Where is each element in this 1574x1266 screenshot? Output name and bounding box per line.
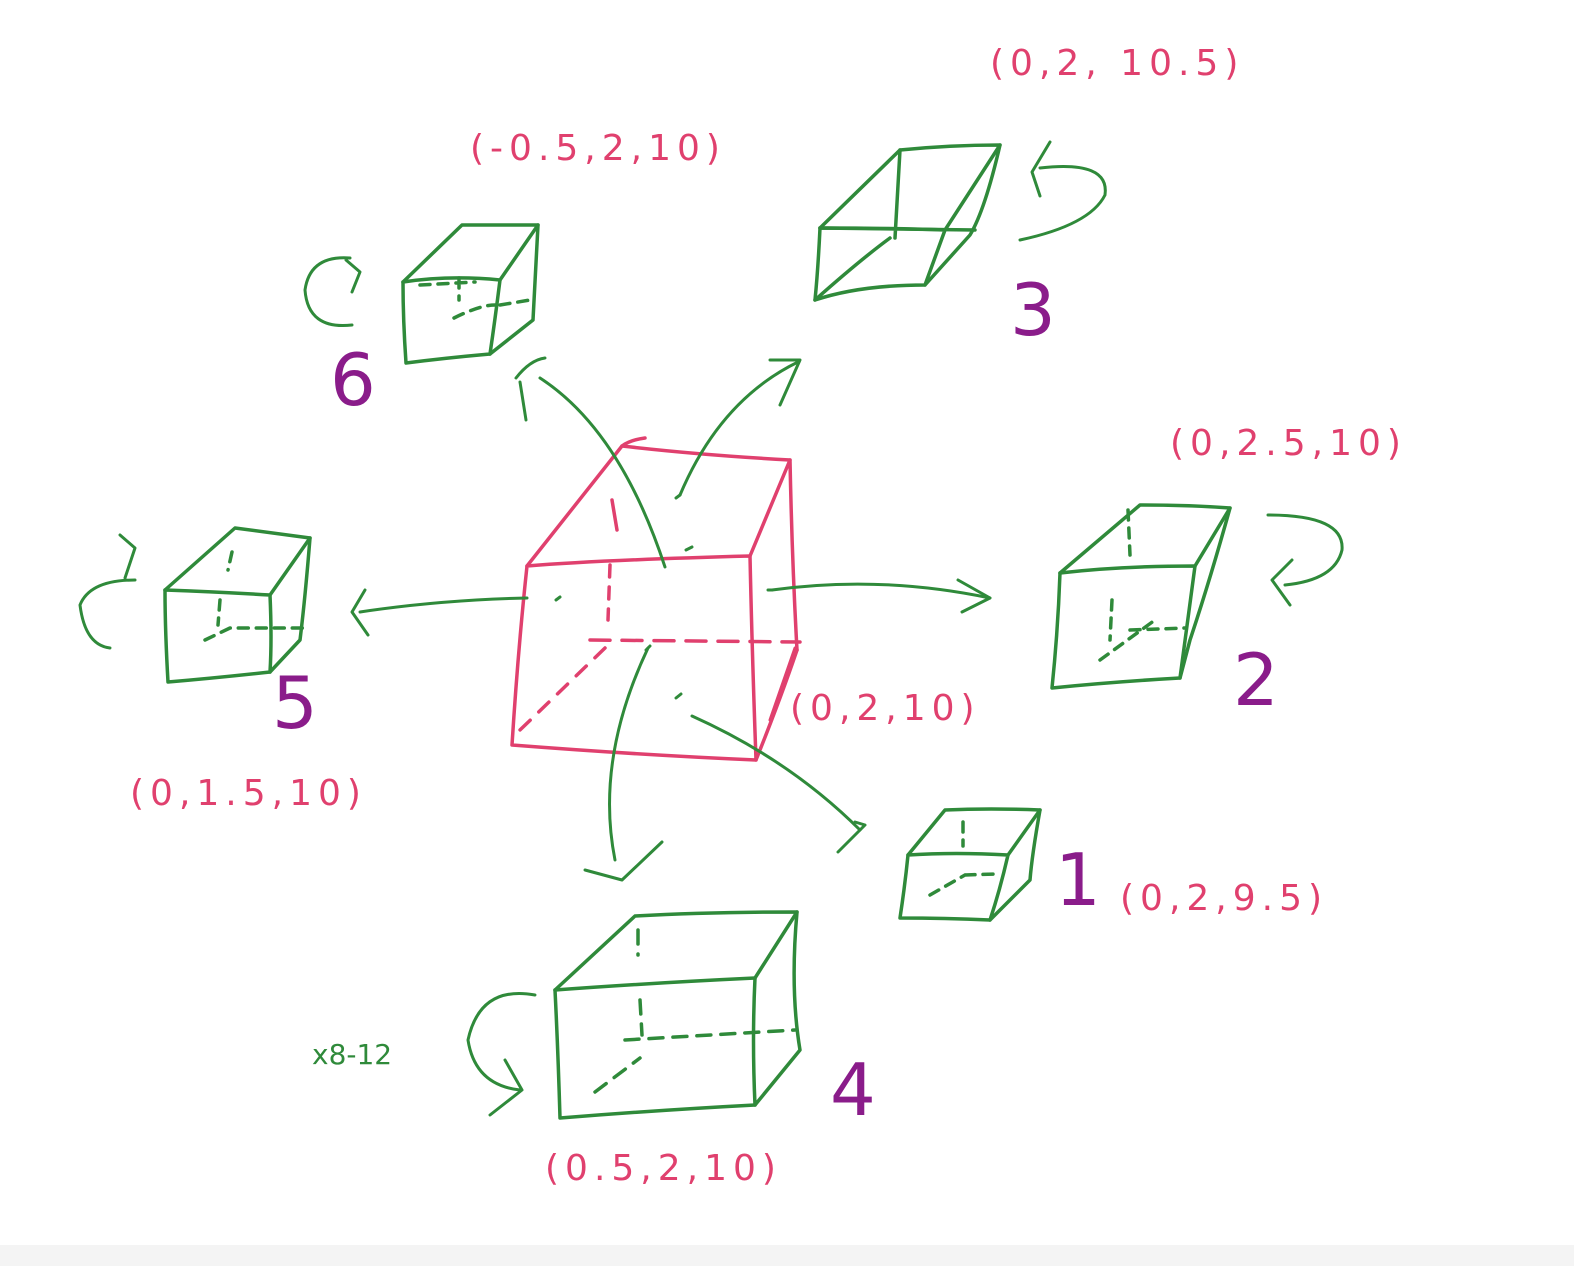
cube-6-number: 6	[330, 338, 376, 422]
center-coord-label: (0,2,10)	[790, 688, 981, 729]
cube-5-coord: (0,1.5,10)	[130, 773, 367, 814]
bottom-strip	[0, 1245, 1574, 1266]
cube-3-coord: (0,2, 10.5)	[990, 43, 1244, 84]
center-coord-leader	[768, 646, 797, 722]
rotation-arrow-5	[78, 533, 137, 650]
cube-2-number: 2	[1233, 638, 1279, 722]
cube-3	[813, 143, 1002, 302]
cube-6-coord: (-0.5,2,10)	[470, 128, 726, 169]
cube-4	[553, 910, 802, 1120]
cube-2-coord: (0,2.5,10)	[1170, 423, 1407, 464]
cube-4-number: 4	[830, 1048, 876, 1132]
cube-2	[1050, 503, 1232, 690]
rotation-arrow-6	[303, 256, 362, 328]
cube-3-number: 3	[1010, 268, 1056, 352]
cube-5	[163, 526, 312, 684]
cube-5-number: 5	[272, 661, 318, 745]
cube-4-coord: (0.5,2,10)	[545, 1148, 782, 1189]
rotation-arrow-3	[1018, 140, 1107, 242]
rotation-note: x8-12	[312, 1038, 392, 1071]
cube-1-coord: (0,2,9.5)	[1120, 878, 1328, 919]
rotation-arrow-2	[1266, 513, 1344, 607]
arrows	[350, 356, 992, 882]
cube-1-number: 1	[1055, 838, 1101, 922]
cube-6	[401, 223, 540, 365]
cube-1	[898, 807, 1042, 922]
rotation-arrow-4	[466, 992, 537, 1117]
center-cube	[510, 436, 802, 762]
